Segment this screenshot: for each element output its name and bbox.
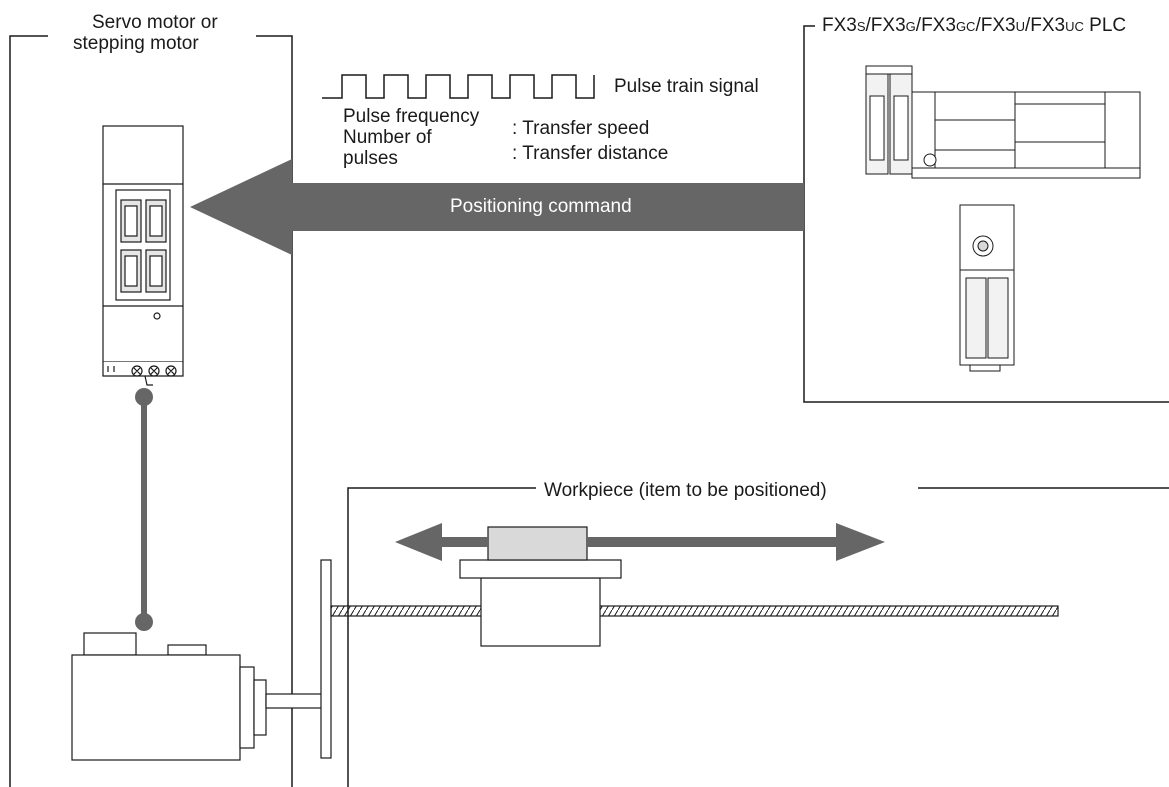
transfer-speed-label: : Transfer speed bbox=[512, 118, 650, 139]
movement-arrow bbox=[395, 523, 885, 561]
plc-group-label: FX3S/FX3G/FX3GC/FX3U/FX3UC PLC bbox=[819, 15, 1130, 37]
servo-amplifier bbox=[102, 125, 184, 386]
plc-label-prefix: FX bbox=[822, 15, 847, 36]
pulse-number-label-line2: pulses bbox=[343, 148, 398, 169]
encoder-cable bbox=[135, 388, 153, 631]
positioning-command-arrow bbox=[190, 159, 804, 255]
plc-expansion-board bbox=[959, 204, 1015, 372]
pulse-signal-label: Pulse train signal bbox=[614, 76, 759, 97]
pulse-train-waveform bbox=[322, 74, 595, 99]
slide-table bbox=[459, 526, 622, 647]
pulse-number-label-line1: Number of bbox=[343, 127, 432, 148]
servo-group-label-line2: stepping motor bbox=[73, 33, 199, 54]
pulse-frequency-label: Pulse frequency bbox=[343, 106, 480, 127]
positioning-command-label: Positioning command bbox=[450, 196, 632, 217]
plc-main-unit bbox=[865, 65, 1141, 179]
servo-group-label-line1: Servo motor or bbox=[92, 12, 218, 33]
coupling-plate bbox=[320, 559, 332, 759]
transfer-distance-label: : Transfer distance bbox=[512, 143, 669, 164]
servo-group-frame bbox=[9, 35, 293, 787]
servo-motor bbox=[71, 632, 323, 761]
ball-screw bbox=[330, 605, 1059, 617]
workpiece-label: Workpiece (item to be positioned) bbox=[540, 480, 831, 501]
workpiece-frame bbox=[347, 487, 1169, 787]
